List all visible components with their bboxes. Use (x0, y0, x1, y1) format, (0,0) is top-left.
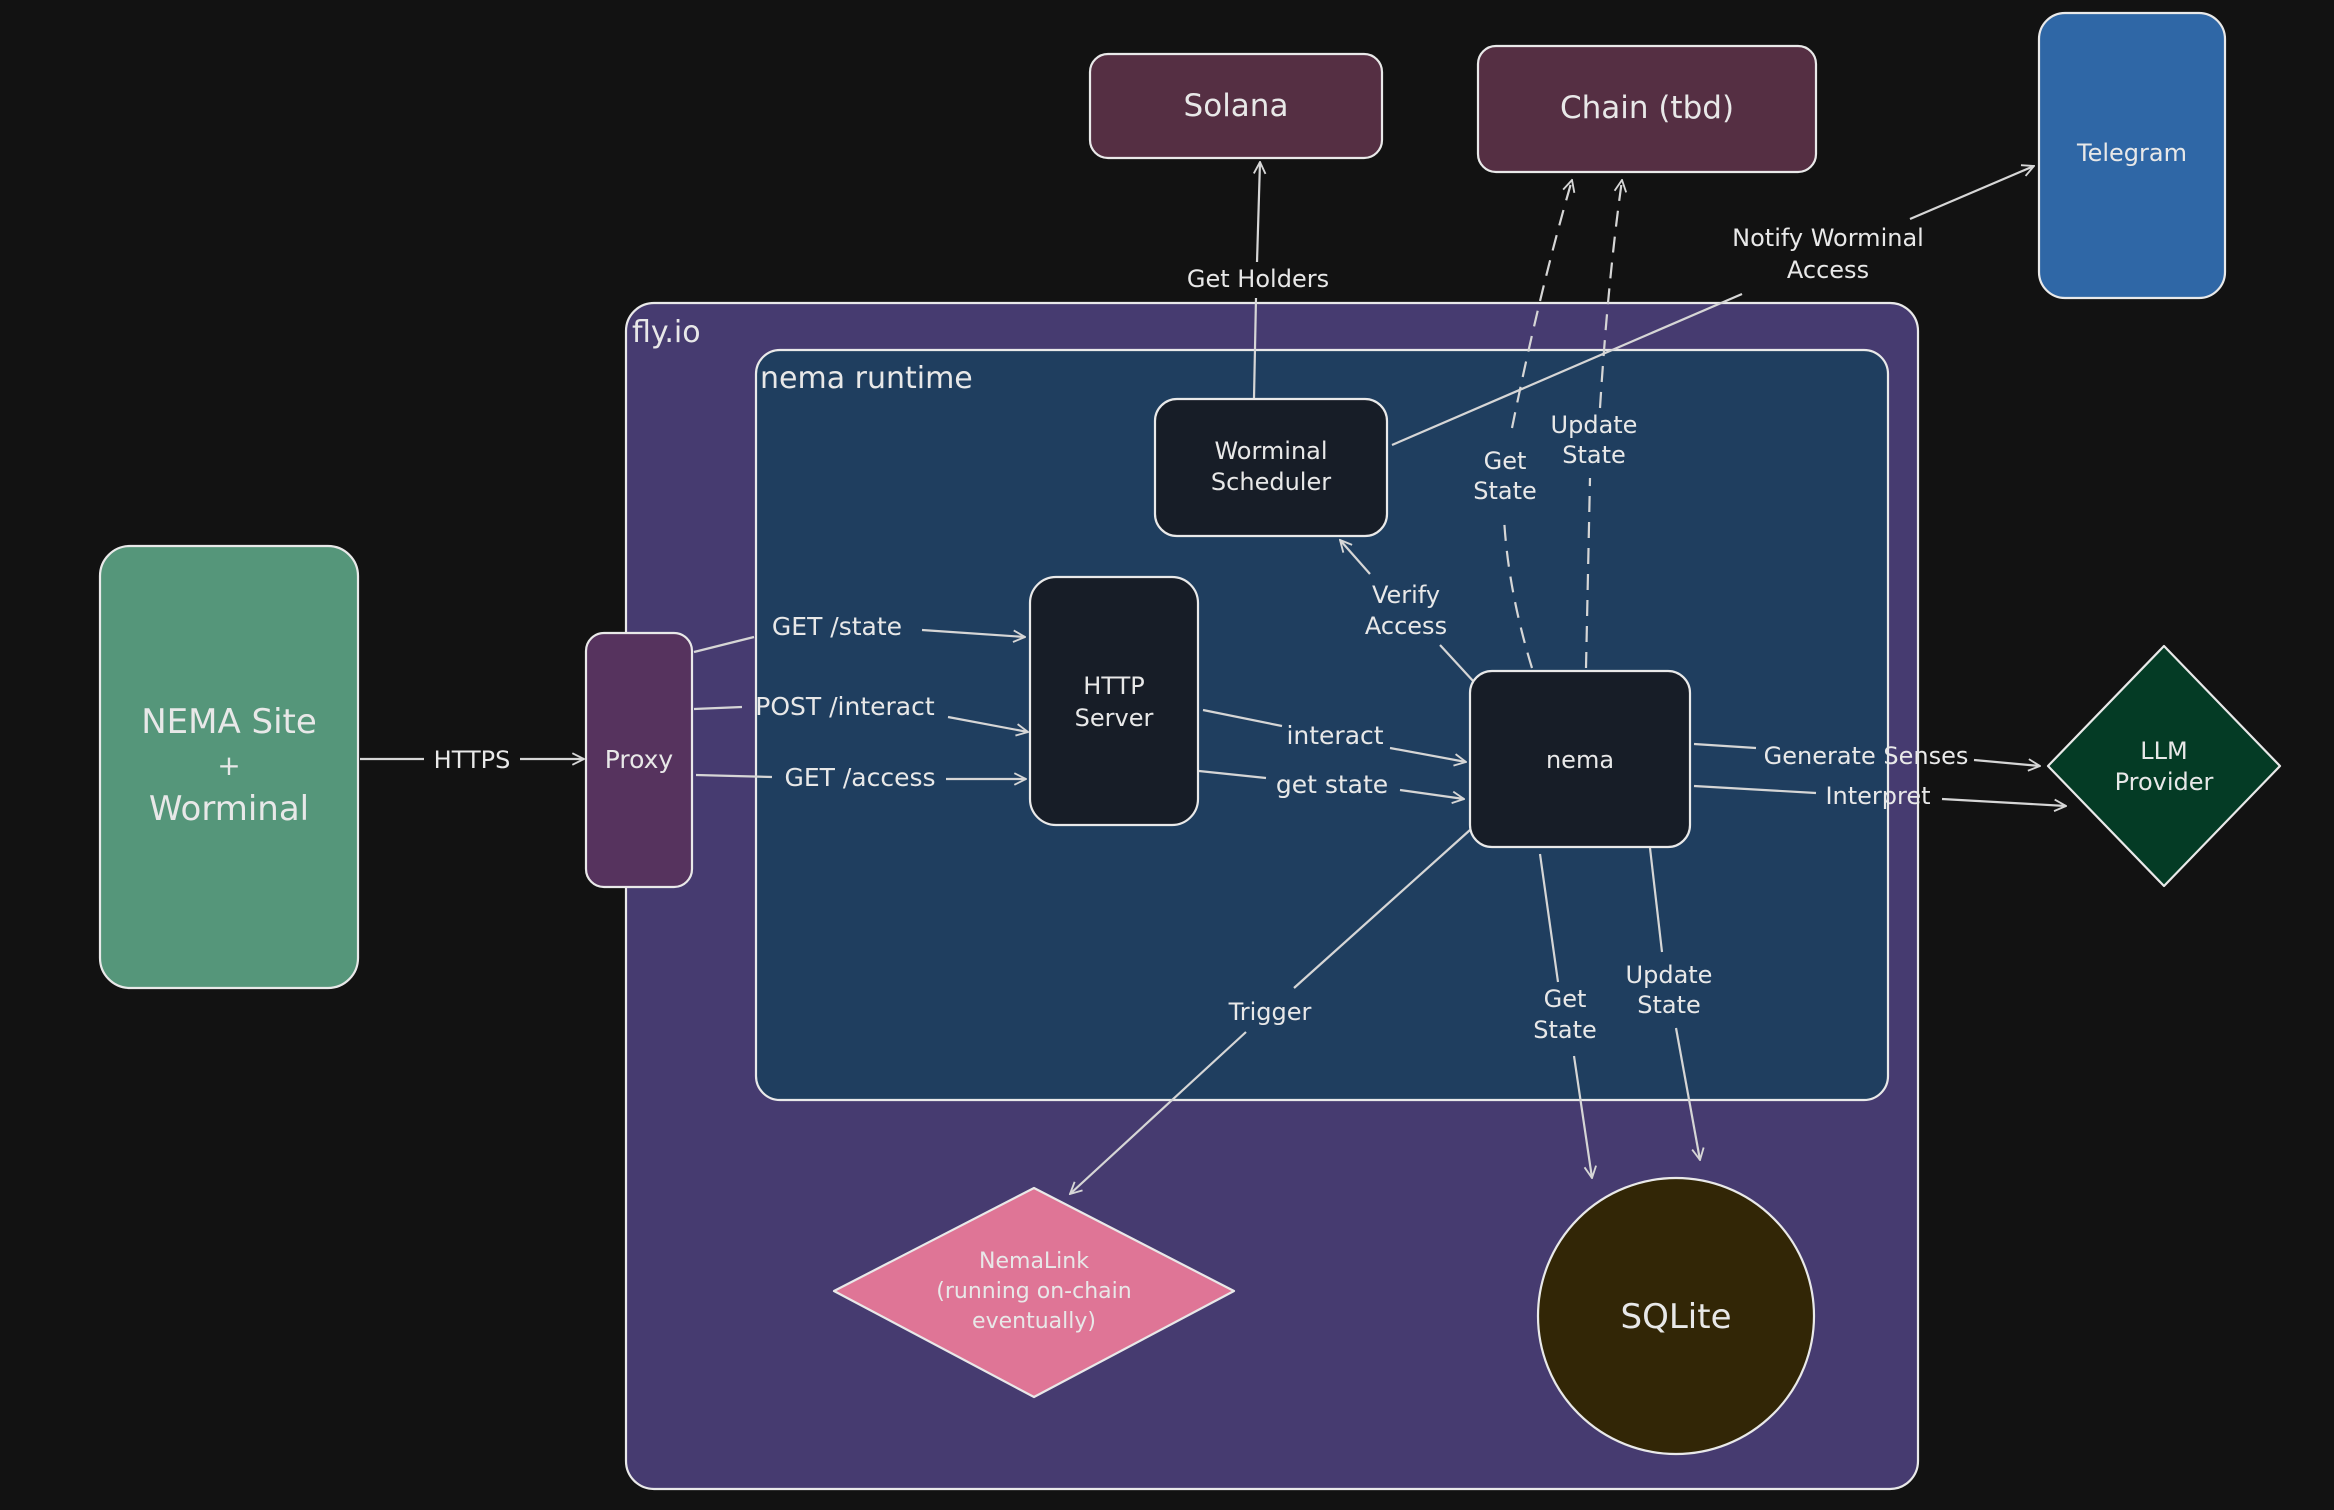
proxy-label: Proxy (605, 745, 674, 774)
node-nema[interactable]: nema (1468, 669, 1692, 849)
sqlite-label: SQLite (1621, 1297, 1732, 1337)
fly-io-label: fly.io (632, 315, 701, 350)
node-llm-provider[interactable]: LLM Provider (2046, 644, 2282, 888)
node-http-server[interactable]: HTTP Server (1028, 575, 1200, 827)
edge-chain-update-state: Update State (1551, 180, 1638, 669)
edge-label-db-update-state-2: State (1637, 991, 1701, 1019)
node-telegram[interactable]: Telegram (2037, 11, 2227, 300)
edge-verify-access: Verify Access (1340, 540, 1475, 683)
edge-https: HTTPS (360, 742, 584, 776)
edge-interact: interact (1202, 708, 1466, 762)
edge-label-get-state-route: GET /state (772, 612, 902, 641)
edge-label-verify-access-1: Verify (1372, 581, 1440, 609)
edge-label-db-get-state-2: State (1533, 1016, 1597, 1044)
node-solana[interactable]: Solana (1088, 52, 1384, 160)
edge-get-state: get state (1198, 769, 1464, 799)
edge-chain-get-state: Get State (1473, 180, 1572, 669)
edge-label-generate-senses: Generate Senses (1764, 742, 1969, 770)
edge-label-interact: interact (1286, 721, 1383, 750)
edge-label-post-interact-route: POST /interact (755, 692, 935, 721)
edge-label-https: HTTPS (434, 746, 511, 774)
telegram-label: Telegram (2076, 139, 2187, 167)
edge-label-get-access-route: GET /access (784, 763, 935, 792)
edge-get-access-route: GET /access (695, 763, 1026, 792)
llm-provider-label-2: Provider (2115, 768, 2214, 796)
nema-runtime-label: nema runtime (760, 361, 973, 396)
edge-label-chain-get-state-2: State (1473, 477, 1537, 505)
nema-site-label-3: Worminal (149, 789, 309, 829)
edge-label-interpret: Interpret (1825, 782, 1930, 810)
node-worminal-scheduler[interactable]: Worminal Scheduler (1153, 397, 1389, 538)
edge-db-get-state: Get State (1533, 853, 1597, 1178)
http-server-label-1: HTTP (1083, 672, 1144, 700)
nema-runtime-container: nema runtime (754, 348, 1890, 1102)
node-sqlite[interactable]: SQLite (1536, 1176, 1816, 1456)
chain-label: Chain (tbd) (1560, 90, 1734, 126)
nemalink-label-3: eventually) (972, 1309, 1096, 1334)
edge-label-get-state: get state (1276, 770, 1388, 799)
solana-label: Solana (1184, 88, 1289, 124)
edge-trigger: Trigger (1070, 829, 1471, 1194)
edge-label-db-get-state-1: Get (1544, 985, 1587, 1013)
node-nema-site[interactable]: NEMA Site + Worminal (98, 544, 360, 990)
edge-label-trigger: Trigger (1228, 998, 1312, 1026)
node-chain[interactable]: Chain (tbd) (1476, 44, 1818, 174)
edge-label-get-holders: Get Holders (1187, 265, 1329, 293)
edge-generate-senses: Generate Senses (1693, 742, 2040, 770)
edge-label-chain-update-state-1: Update (1551, 411, 1638, 439)
edge-label-notify-2: Access (1787, 256, 1869, 284)
edge-notify: Notify Worminal Access (1391, 166, 2034, 447)
node-nemalink[interactable]: NemaLink (running on-chain eventually) (832, 1186, 1236, 1399)
edge-label-chain-get-state-1: Get (1484, 447, 1527, 475)
edge-get-state-route: GET /state (693, 612, 1025, 654)
worminal-scheduler-label-2: Scheduler (1211, 468, 1331, 496)
edge-interpret: Interpret (1693, 782, 2066, 810)
edge-post-interact-route: POST /interact (693, 692, 1028, 732)
http-server-label-2: Server (1075, 704, 1154, 732)
nemalink-label-2: (running on-chain (936, 1279, 1131, 1304)
edge-label-notify-1: Notify Worminal (1732, 224, 1924, 252)
edge-get-holders: Get Holders (1187, 162, 1329, 399)
edge-label-chain-update-state-2: State (1562, 441, 1626, 469)
nemalink-label-1: NemaLink (979, 1249, 1089, 1274)
nema-label: nema (1546, 746, 1614, 774)
node-proxy[interactable]: Proxy (584, 631, 694, 889)
llm-provider-label-1: LLM (2140, 737, 2187, 765)
edge-label-db-update-state-1: Update (1626, 961, 1713, 989)
nema-site-label-1: NEMA Site (141, 702, 317, 742)
edge-label-verify-access-2: Access (1365, 612, 1447, 640)
edge-db-update-state: Update State (1626, 847, 1713, 1160)
nema-site-label-2: + (217, 749, 240, 782)
worminal-scheduler-label-1: Worminal (1214, 437, 1327, 465)
